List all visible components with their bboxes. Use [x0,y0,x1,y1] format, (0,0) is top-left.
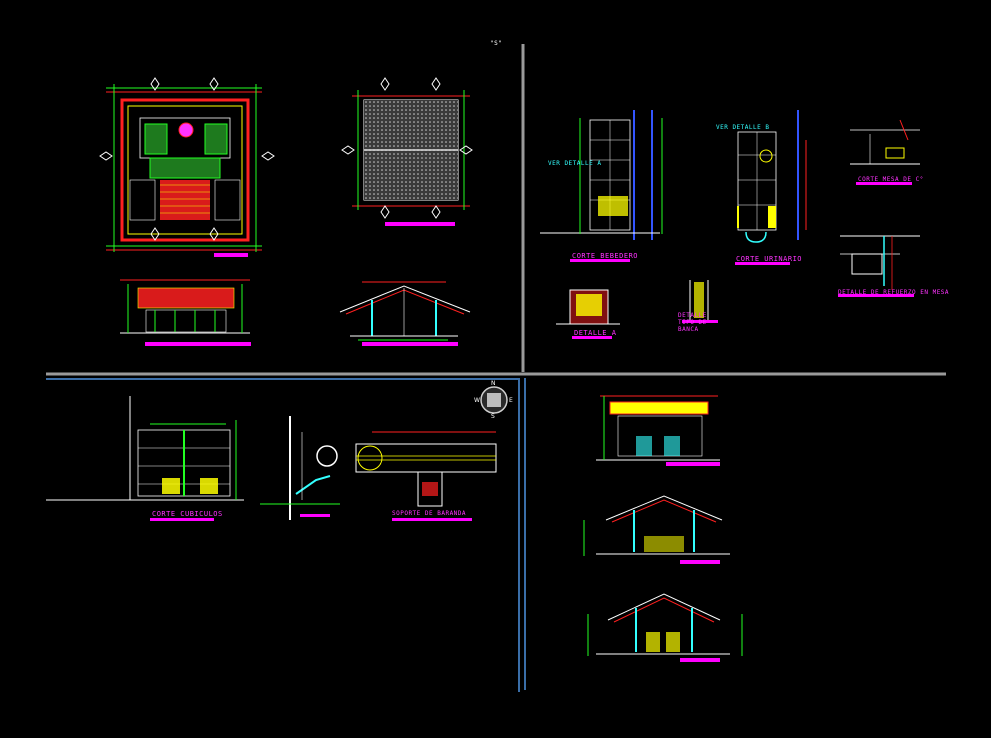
mesa-title-tag [856,182,912,185]
corte-bebedero-title: CORTE BEBEDERO [572,252,639,260]
detail-urinario[interactable] [737,110,807,243]
elevation-3-title-tag [680,658,720,662]
building-section[interactable] [339,281,471,341]
roof-plan-title-tag [385,222,455,226]
detail-bebedero[interactable] [540,110,663,240]
compass-icon[interactable] [480,386,508,414]
compass-north: N [491,380,496,387]
elevation-1[interactable] [596,395,720,461]
top-marker: "S" [490,40,503,47]
elevation-3[interactable] [587,593,743,656]
corte-urinario-title: CORTE URINARIO [736,255,803,263]
roof-plan[interactable] [341,77,473,219]
detail-banca[interactable] [689,280,709,320]
ver-detalle-a-label: VER DETALLE A [548,160,602,167]
compass-west: W [474,397,480,404]
urinario-title-tag [735,262,790,265]
detail-mesa[interactable] [850,119,920,165]
ver-detalle-b-label: VER DETALLE B [716,124,770,131]
detail-refuerzo[interactable] [840,235,920,290]
lavatorio-title-tag [300,514,330,517]
bebedero-title-tag [570,259,630,262]
detail-lavatorio[interactable] [260,416,340,520]
floor-plan[interactable] [99,77,275,252]
refuerzo-title-tag [838,294,914,297]
front-elevation-title-tag [145,342,251,346]
front-elevation[interactable] [120,279,250,334]
elevation-2[interactable] [583,495,730,556]
soporte-title: SOPORTE DE BARANDA [392,510,467,517]
detail-soporte[interactable] [355,431,497,507]
elevation-2-title-tag [680,560,720,564]
detail-a[interactable] [556,289,620,325]
detalle-tipo-title: DETALLE TIPO DE BANCA [678,312,707,333]
floor-plan-title-tag [214,253,248,257]
compass-south: S [491,413,495,420]
building-section-title-tag [362,342,458,346]
detalle-a-title-tag [572,336,612,339]
detail-cubiculos[interactable] [46,396,244,501]
soporte-title-tag [392,518,472,521]
banca-title-tag [682,320,718,323]
elevation-1-title-tag [666,462,720,466]
corte-mesa-title: CORTE MESA DE C° [858,176,924,183]
compass-east: E [509,397,513,404]
viewport-dividers [46,44,946,692]
cubiculos-title-tag [150,518,214,521]
detalle-a-title: DETALLE A [574,329,617,337]
detalle-refuerzo-title: DETALLE DE REFUERZO EN MESA [838,289,950,296]
corte-cubiculos-title: CORTE CUBICULOS [152,510,223,518]
